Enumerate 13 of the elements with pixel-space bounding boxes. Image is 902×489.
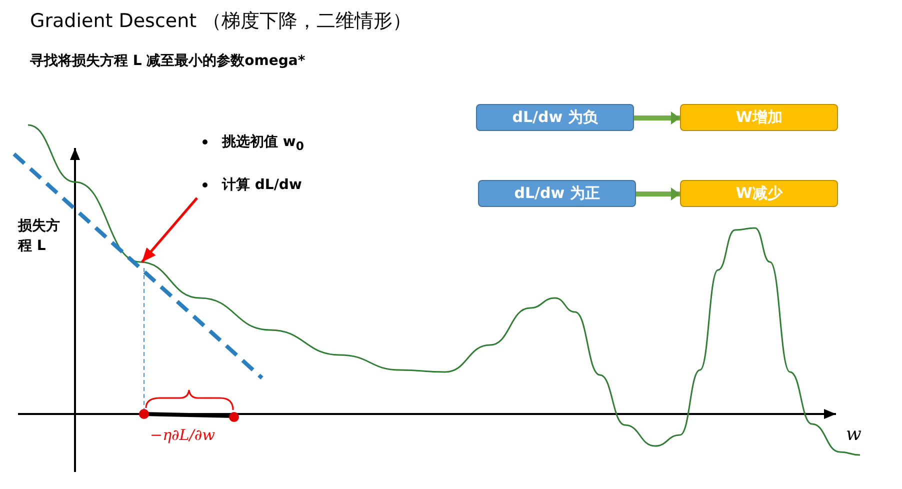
axis-label: w (846, 424, 862, 445)
result-box: W减少 (680, 180, 838, 207)
bullet-text: 计算 dL/dw (222, 176, 302, 194)
title: Gradient Descent （梯度下降，二维情形） (30, 9, 412, 34)
axis-label: 损失方程 L (18, 216, 61, 256)
result-box: W增加 (680, 104, 838, 131)
formula: −η∂L/∂w (150, 426, 215, 444)
condition-box: dL/dw 为正 (478, 180, 636, 207)
subtitle: 寻找将损失方程 L 减至最小的参数omega* (30, 52, 306, 70)
bullet-text: 挑选初值 w$_{0}$ (222, 133, 304, 153)
arrow (634, 112, 680, 124)
arrow (636, 188, 680, 200)
condition-box: dL/dw 为负 (476, 104, 634, 131)
